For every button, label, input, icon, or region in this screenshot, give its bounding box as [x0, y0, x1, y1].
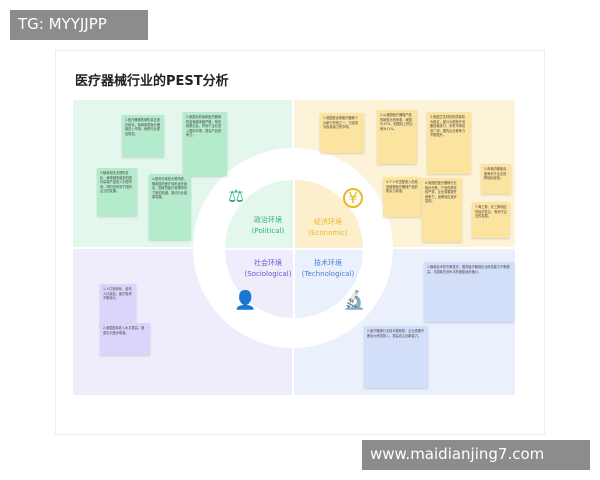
sociological-label: 社会环境 (Sociological): [223, 258, 313, 280]
note-technological-1: 1.随着技术的不断进步，国内医疗器械企业研发能力不断提高，与国际先进水平的差距逐…: [424, 262, 514, 322]
sociological-cn: 社会环境: [254, 259, 282, 267]
watermark-bottom: www.maidianjing7.com: [362, 440, 590, 470]
note-economic-2: 2.从我国医疗器械产品的销售比例来看，我国为15%，而国际上的比例为11%。: [377, 110, 417, 164]
note-economic-6: 6.我国的医疗器械行业相对分散，产品同质化较严重，企业需要提升竞争力，品牌效应逐…: [422, 178, 462, 242]
note-economic-4: 4.个人可支配收入的增加使得医疗器械产品的购买力增强。: [383, 177, 421, 217]
money-bag-icon: ¥: [343, 188, 363, 208]
watermark-top: TG: MYYJJPP: [10, 10, 148, 40]
economic-label: 经济环境 (Economic): [283, 217, 373, 239]
economic-cn: 经济环境: [314, 218, 342, 226]
note-political-1: 1.医疗器械的销售量正逐步增长，各种新型医疗器械进入市场，使得行业更加规范。: [122, 115, 164, 157]
technological-label: 技术环境 (Technological): [283, 258, 373, 280]
page-title: 医疗器械行业的PEST分析: [75, 74, 229, 89]
note-economic-3: 3.我国卫生材料的质量较为稳定，部分大型医疗设备依赖进口，未来市场前景广阔，国内…: [427, 112, 471, 174]
microscope-icon: 🔬: [343, 290, 366, 311]
political-cn: 政治环境: [254, 216, 282, 224]
economic-en: (Economic): [308, 229, 348, 237]
technological-en: (Technological): [301, 270, 355, 278]
gavel-icon: ⚖: [228, 186, 245, 207]
note-political-4: 4.医药分家是大势所趋，随着国内医疗体系逐步健全，国家的医疗政策带来了新的机遇，…: [149, 174, 191, 240]
person-icon: 👤: [234, 290, 257, 311]
sociological-en: (Sociological): [244, 270, 292, 278]
note-technological-2: 2.医疗器械行业技术更新快，企业需要不断加大研发投入，提高自主创新能力。: [364, 326, 428, 388]
note-sociological-2: 2.我国居民收入水平提高，健康意识逐步增强。: [100, 323, 150, 355]
technological-cn: 技术环境: [314, 259, 342, 267]
note-sociological-1: 1.人口老龄化，老年人口增加，医疗需求不断增大。: [100, 284, 136, 326]
center-ring: [193, 148, 393, 348]
note-economic-1: 1.我国是全球医疗器械十大新兴市场之一，已经成为极具潜力的市场。: [320, 113, 364, 153]
note-political-3: 3.随着相关法规的变化，使得越来越多的国外高端产品进入中国市场，同时也有利于国内…: [97, 168, 137, 216]
note-economic-5: 5.有着的基础设施有利于企业的跨地区经营。: [481, 164, 511, 194]
note-economic-7: 7.海之角，长三角地区的经济发达，有利于企业的发展。: [472, 202, 510, 238]
note-political-2: 2.我国对药品和医疗器械的监管越来越严格，相关政策出台，有利于企业进入国际市场，…: [183, 112, 227, 176]
political-label: 政治环境 (Political): [223, 215, 313, 237]
political-en: (Political): [251, 227, 285, 235]
